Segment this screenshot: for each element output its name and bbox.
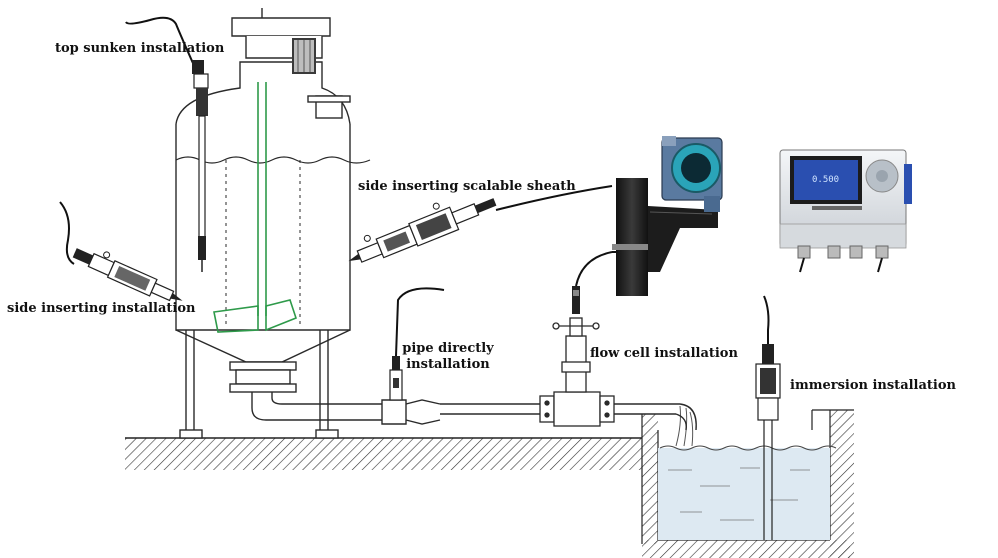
label-side-scalable: side inserting scalable sheath <box>358 179 576 194</box>
pipe-direct-sensor <box>389 287 445 401</box>
flow-cell-sensor <box>572 251 613 314</box>
svg-text:0.500: 0.500 <box>812 175 839 185</box>
round-display-transmitter-icon <box>661 136 723 212</box>
tank <box>175 8 371 439</box>
label-top-sunken: top sunken installation <box>55 41 225 56</box>
agitator <box>213 82 297 333</box>
ground <box>125 409 854 558</box>
side-scalable-sensor <box>348 185 613 263</box>
outlet-pipe <box>251 392 697 431</box>
label-side-inserting: side inserting installation <box>7 301 196 316</box>
top-sunken-sensor <box>125 16 209 272</box>
wall-mounted-analyzer-icon: 0.500 <box>779 149 912 273</box>
flow-cell-block <box>539 317 615 427</box>
label-pipe-directly-line1: pipe directly <box>402 341 494 356</box>
transmitter-pole <box>612 178 718 296</box>
side-inserting-sensor <box>59 201 183 302</box>
immersion-sensor <box>755 295 781 540</box>
motor-icon <box>292 38 316 74</box>
pit-water <box>658 405 837 540</box>
label-flow-cell: flow cell installation <box>590 346 738 361</box>
label-immersion: immersion installation <box>790 378 956 393</box>
label-pipe-directly-line2: installation <box>406 357 490 372</box>
